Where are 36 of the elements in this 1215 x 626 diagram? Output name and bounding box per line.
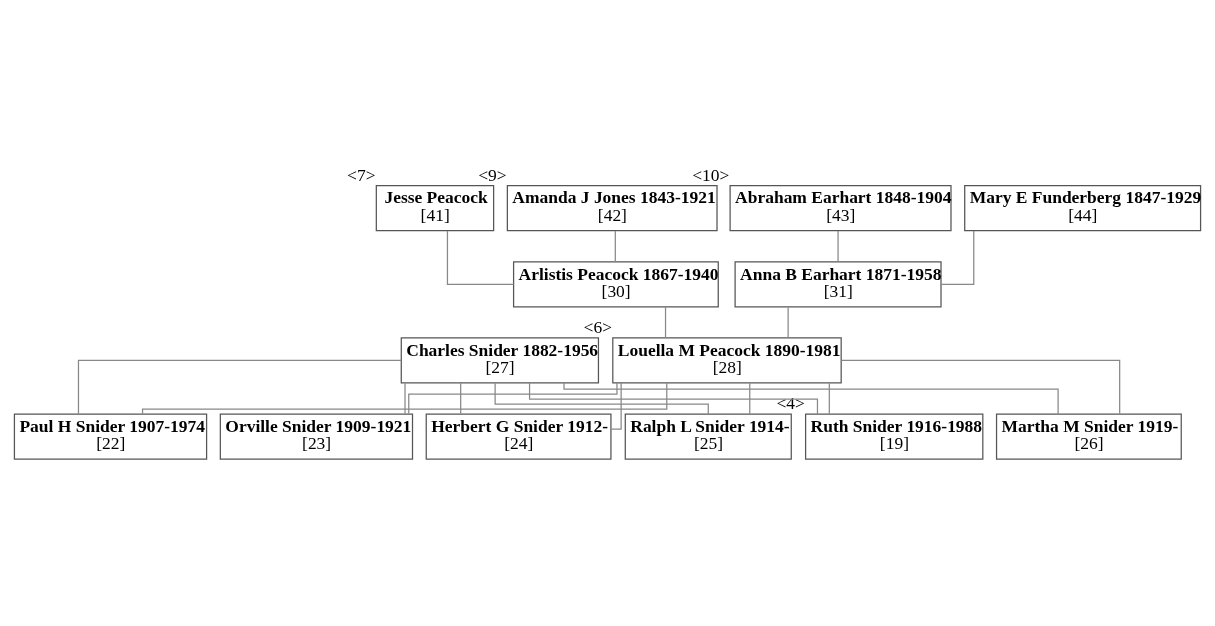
node-box: Herbert G Snider 1912- [24]	[425, 413, 612, 460]
connector	[749, 382, 751, 415]
connector	[494, 382, 709, 415]
node-box: Abraham Earhart 1848-1904 [43]	[729, 185, 952, 232]
node-box: Louella M Peacock 1890-1981 [28]	[612, 337, 842, 384]
connector	[77, 359, 402, 415]
node-box: Ruth Snider 1916-1988 [19]	[805, 413, 984, 460]
node-label: <10>	[692, 164, 730, 185]
node-box: Jesse Peacock [41]	[375, 185, 495, 232]
node-label: <6>	[583, 317, 613, 338]
connector	[940, 230, 975, 285]
node-label: <9>	[478, 164, 507, 185]
node-box: Amanda J Jones 1843-1921 [42]	[506, 185, 718, 232]
node-label: <7>	[347, 164, 376, 185]
node-box: Paul H Snider 1907-1974 [22]	[13, 413, 208, 460]
connector	[664, 306, 667, 339]
node-box: Anna B Earhart 1871-1958 [31]	[734, 261, 942, 308]
connector	[446, 230, 515, 285]
node-box: Martha M Snider 1919- [26]	[995, 413, 1182, 460]
connector	[141, 382, 668, 415]
connector	[563, 382, 1059, 415]
connector	[787, 306, 789, 339]
connector	[528, 382, 819, 415]
connector	[828, 382, 830, 415]
connector	[837, 230, 839, 263]
node-box: Arlistis Peacock 1867-1940 [30]	[512, 261, 719, 308]
node-label: <4>	[776, 393, 805, 414]
connector	[614, 230, 616, 263]
connector	[460, 382, 462, 415]
connector	[610, 382, 622, 430]
node-box: Orville Snider 1909-1921 [23]	[219, 413, 414, 460]
connector	[408, 382, 618, 415]
connector	[841, 359, 1121, 415]
connector	[404, 382, 406, 415]
node-box: Ralph L Snider 1914- [25]	[624, 413, 792, 460]
node-box: Charles Snider 1882-1956 [27]	[400, 337, 600, 384]
